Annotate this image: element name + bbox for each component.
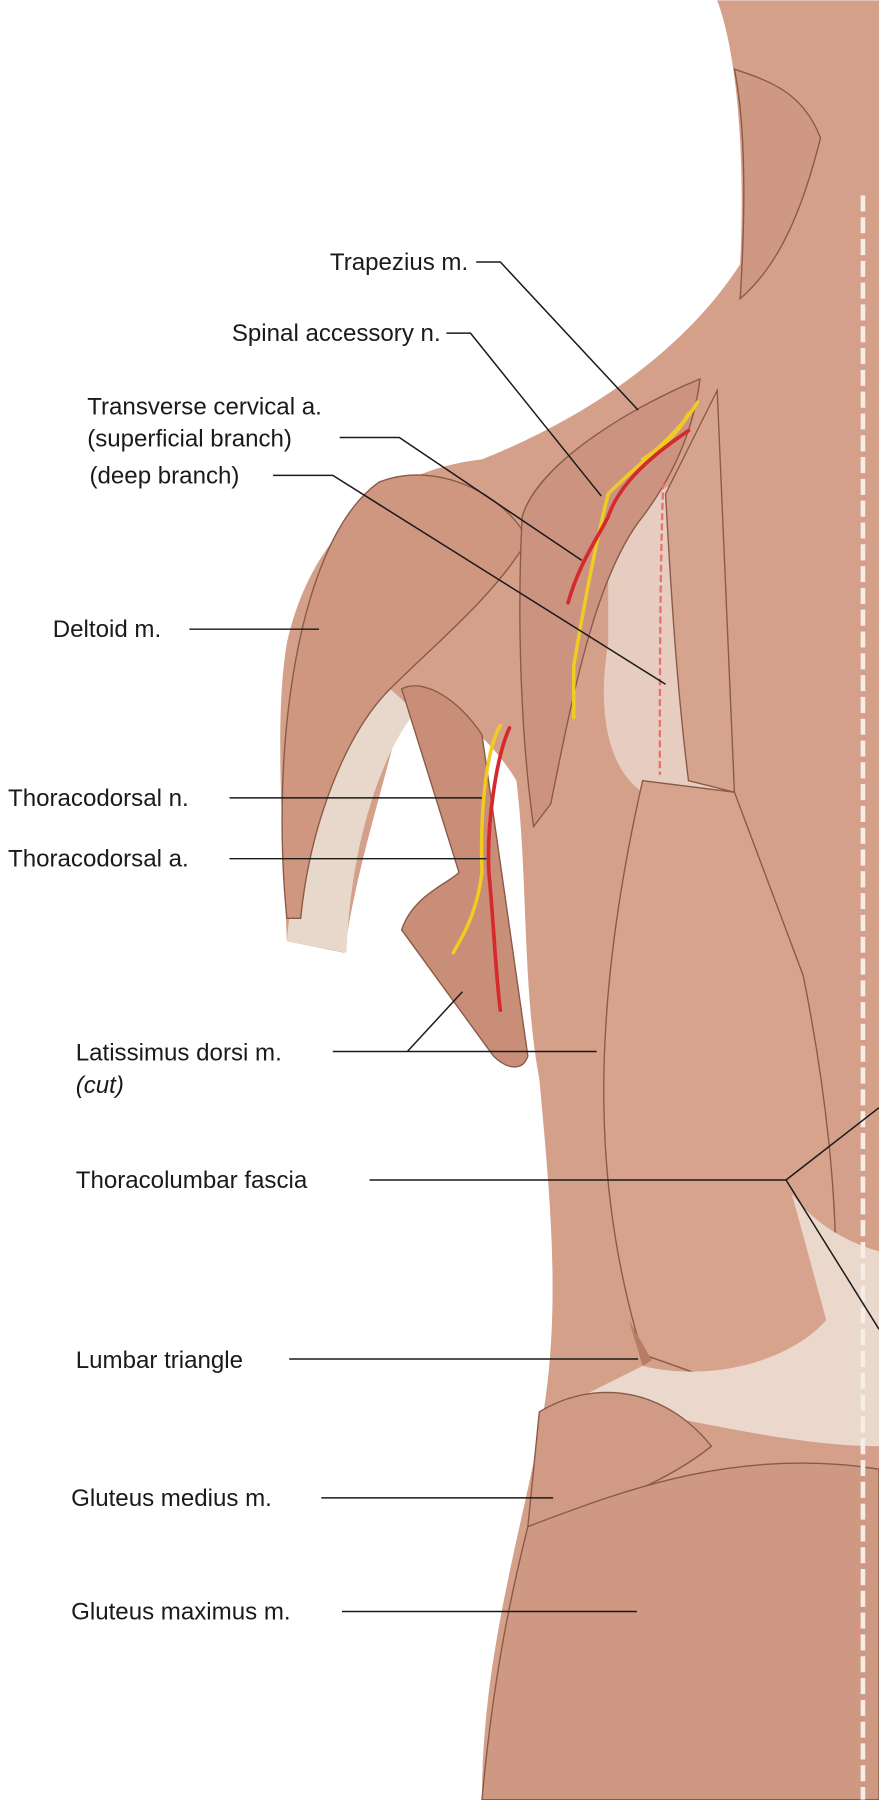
neck-muscle — [733, 68, 822, 301]
label-superficial-branch: (superficial branch) — [87, 426, 292, 453]
label-thoracolumbar: Thoracolumbar fascia — [76, 1167, 308, 1194]
label-latissimus-cut: (cut) — [76, 1072, 124, 1099]
spinal-accessory-branch — [640, 411, 691, 462]
leader-lines — [189, 261, 879, 1613]
label-gluteus-medius: Gluteus medius m. — [71, 1485, 272, 1512]
leader-thoracolumbar-up — [785, 1107, 879, 1181]
labels: Trapezius m. Spinal accessory n. Transve… — [8, 249, 468, 1625]
label-transverse-cervical: Transverse cervical a. — [87, 394, 322, 421]
label-thoracodorsal-n: Thoracodorsal n. — [8, 785, 189, 812]
label-latissimus: Latissimus dorsi m. — [76, 1040, 282, 1067]
thoracodorsal-artery — [486, 726, 512, 1012]
label-trapezius: Trapezius m. — [330, 249, 468, 276]
label-deep-branch: (deep branch) — [90, 462, 240, 489]
trapezius-flap — [519, 377, 701, 829]
lumbar-triangle-notch — [628, 1319, 652, 1366]
label-lumbar-triangle: Lumbar triangle — [76, 1347, 243, 1374]
leader-trapezius — [476, 261, 639, 411]
leader-spinal-accessory — [446, 332, 602, 497]
label-thoracodorsal-a: Thoracodorsal a. — [8, 846, 189, 873]
label-deltoid: Deltoid m. — [53, 616, 161, 643]
thoracolumbar-fascia — [573, 1193, 879, 1447]
leader-deep-branch — [273, 474, 666, 685]
illustration — [280, 0, 879, 1800]
thoracodorsal-nerve — [451, 723, 503, 955]
leader-latissimus-cut — [406, 991, 463, 1052]
transverse-cervical-superficial-artery — [566, 428, 691, 605]
label-spinal-accessory: Spinal accessory n. — [232, 320, 441, 347]
leader-superficial-branch — [339, 436, 583, 561]
humerus — [286, 688, 416, 953]
rhomboid-muscle — [664, 387, 736, 794]
leader-thoracolumbar-down — [785, 1179, 879, 1330]
label-gluteus-maximus: Gluteus maximus m. — [71, 1598, 290, 1625]
transverse-cervical-deep-artery — [658, 482, 665, 775]
